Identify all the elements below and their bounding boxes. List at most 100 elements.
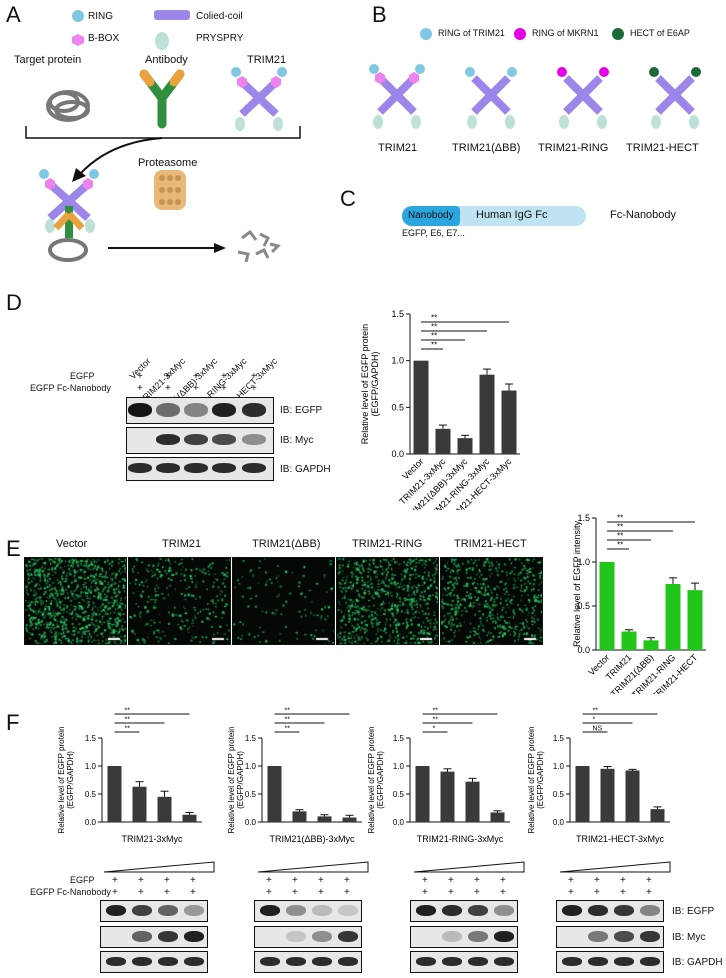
significance-label: ** bbox=[433, 717, 439, 724]
significance-bracket: ** bbox=[421, 323, 487, 332]
legend-hect: HECT of E6AP bbox=[630, 28, 690, 38]
plus-sign: + bbox=[292, 887, 298, 898]
blot-band bbox=[212, 463, 236, 473]
construct-label-2: TRIM21(ΔBB) bbox=[452, 142, 521, 154]
ring-trim21-legend-icon bbox=[420, 28, 432, 40]
y-tick-label: 1.5 bbox=[245, 734, 257, 743]
significance-label: ** bbox=[617, 541, 623, 550]
blot-band bbox=[494, 931, 514, 942]
y-tick-label: 0.5 bbox=[393, 790, 405, 799]
blot-band bbox=[132, 905, 152, 916]
blot-band bbox=[562, 905, 582, 916]
blot-band bbox=[442, 905, 462, 916]
construct-label-4: TRIM21-HECT bbox=[626, 142, 699, 154]
dose-triangle-icon bbox=[560, 861, 671, 873]
error-bar bbox=[468, 777, 477, 782]
blot-band bbox=[312, 905, 332, 916]
blot-band bbox=[588, 931, 608, 942]
blot-band bbox=[468, 957, 488, 966]
plus-sign: + bbox=[251, 383, 257, 394]
plus-sign: + bbox=[646, 875, 652, 886]
blot-band bbox=[614, 905, 634, 916]
construct-trim21-icon bbox=[369, 64, 425, 129]
significance-label: ** bbox=[431, 314, 437, 323]
f-blot-strip bbox=[254, 900, 362, 922]
plus-sign: + bbox=[138, 875, 144, 886]
construct-label-1: TRIM21 bbox=[378, 142, 418, 154]
f-chart-title: TRIM21-RING-3xMyc bbox=[417, 834, 504, 844]
significance-bracket: ** bbox=[607, 523, 673, 532]
plus-sign: + bbox=[474, 887, 480, 898]
dose-triangle-icon bbox=[258, 861, 369, 873]
blot-band bbox=[184, 463, 208, 473]
fc-domain bbox=[446, 206, 586, 226]
y-axis-label: Relative level of EGFP protein bbox=[360, 324, 370, 444]
f-blot-strip bbox=[556, 926, 664, 948]
significance-label: ** bbox=[285, 726, 291, 733]
significance-bracket: ** bbox=[422, 708, 498, 715]
plus-sign: + bbox=[137, 371, 143, 382]
plus-sign: + bbox=[251, 371, 257, 382]
d-ib-myc: IB: Myc bbox=[280, 435, 314, 446]
f-blot-strip bbox=[410, 926, 518, 948]
plus-sign: + bbox=[620, 887, 626, 898]
bar bbox=[600, 768, 615, 822]
y-tick-label: 0.0 bbox=[85, 818, 97, 827]
legend-ring: RING bbox=[88, 11, 113, 22]
bar bbox=[479, 374, 495, 454]
significance-bracket: NS bbox=[582, 726, 608, 733]
y-tick-label: 0.0 bbox=[393, 818, 405, 827]
significance-label: ** bbox=[125, 717, 131, 724]
significance-bracket: ** bbox=[114, 717, 165, 724]
blot-band bbox=[468, 931, 488, 942]
bar bbox=[342, 817, 357, 822]
blot-band bbox=[158, 905, 178, 916]
plus-sign: + bbox=[422, 875, 428, 886]
plus-sign: + bbox=[164, 887, 170, 898]
f-blot-strip bbox=[100, 951, 208, 973]
y-tick-label: 1.0 bbox=[393, 762, 405, 771]
blot-band bbox=[286, 905, 306, 916]
y-tick-label: 0.0 bbox=[245, 818, 257, 827]
plus-sign: + bbox=[190, 887, 196, 898]
y-tick-label: 0.5 bbox=[85, 790, 97, 799]
significance-bracket: ** bbox=[114, 726, 140, 733]
ring-legend-icon bbox=[72, 10, 84, 22]
f-chart-title: TRIM21-HECT-3xMyc bbox=[576, 834, 665, 844]
error-bar bbox=[653, 806, 662, 810]
plus-sign: + bbox=[474, 875, 480, 886]
bar bbox=[490, 812, 505, 822]
f-blot-strip bbox=[100, 926, 208, 948]
blot-band bbox=[158, 957, 178, 966]
plus-sign: + bbox=[318, 887, 324, 898]
plus-sign: + bbox=[292, 875, 298, 886]
legend-ring-trim21: RING of TRIM21 bbox=[438, 28, 505, 38]
bar bbox=[435, 428, 451, 454]
f-ib-gapdh: IB: GAPDH bbox=[672, 957, 723, 968]
y-tick-label: 1.5 bbox=[391, 309, 404, 319]
y-axis-label: (EGFP/GAPDH) bbox=[536, 751, 545, 809]
dose-triangle-icon bbox=[414, 861, 525, 873]
bar bbox=[621, 631, 637, 650]
y-tick-label: 1.0 bbox=[553, 762, 565, 771]
plus-sign: + bbox=[266, 887, 272, 898]
bar bbox=[415, 766, 430, 822]
plus-sign: + bbox=[138, 887, 144, 898]
blot-band bbox=[494, 905, 514, 916]
significance-bracket: * bbox=[582, 717, 633, 724]
blot-band bbox=[260, 905, 280, 916]
bar bbox=[440, 771, 455, 822]
plus-sign: + bbox=[344, 887, 350, 898]
e-image-vector bbox=[24, 557, 127, 645]
blot-band bbox=[468, 905, 488, 916]
plus-sign: + bbox=[620, 875, 626, 886]
legend-ring-mkrn1: RING of MKRN1 bbox=[532, 28, 599, 38]
y-axis-label: Relative level of EGFP intensity bbox=[572, 521, 582, 647]
blot-band bbox=[588, 957, 608, 966]
panel-a-diagram bbox=[25, 67, 301, 262]
bar bbox=[650, 809, 665, 822]
blot-band bbox=[260, 957, 280, 966]
bar bbox=[575, 766, 590, 822]
y-tick-label: 0.0 bbox=[391, 449, 404, 459]
